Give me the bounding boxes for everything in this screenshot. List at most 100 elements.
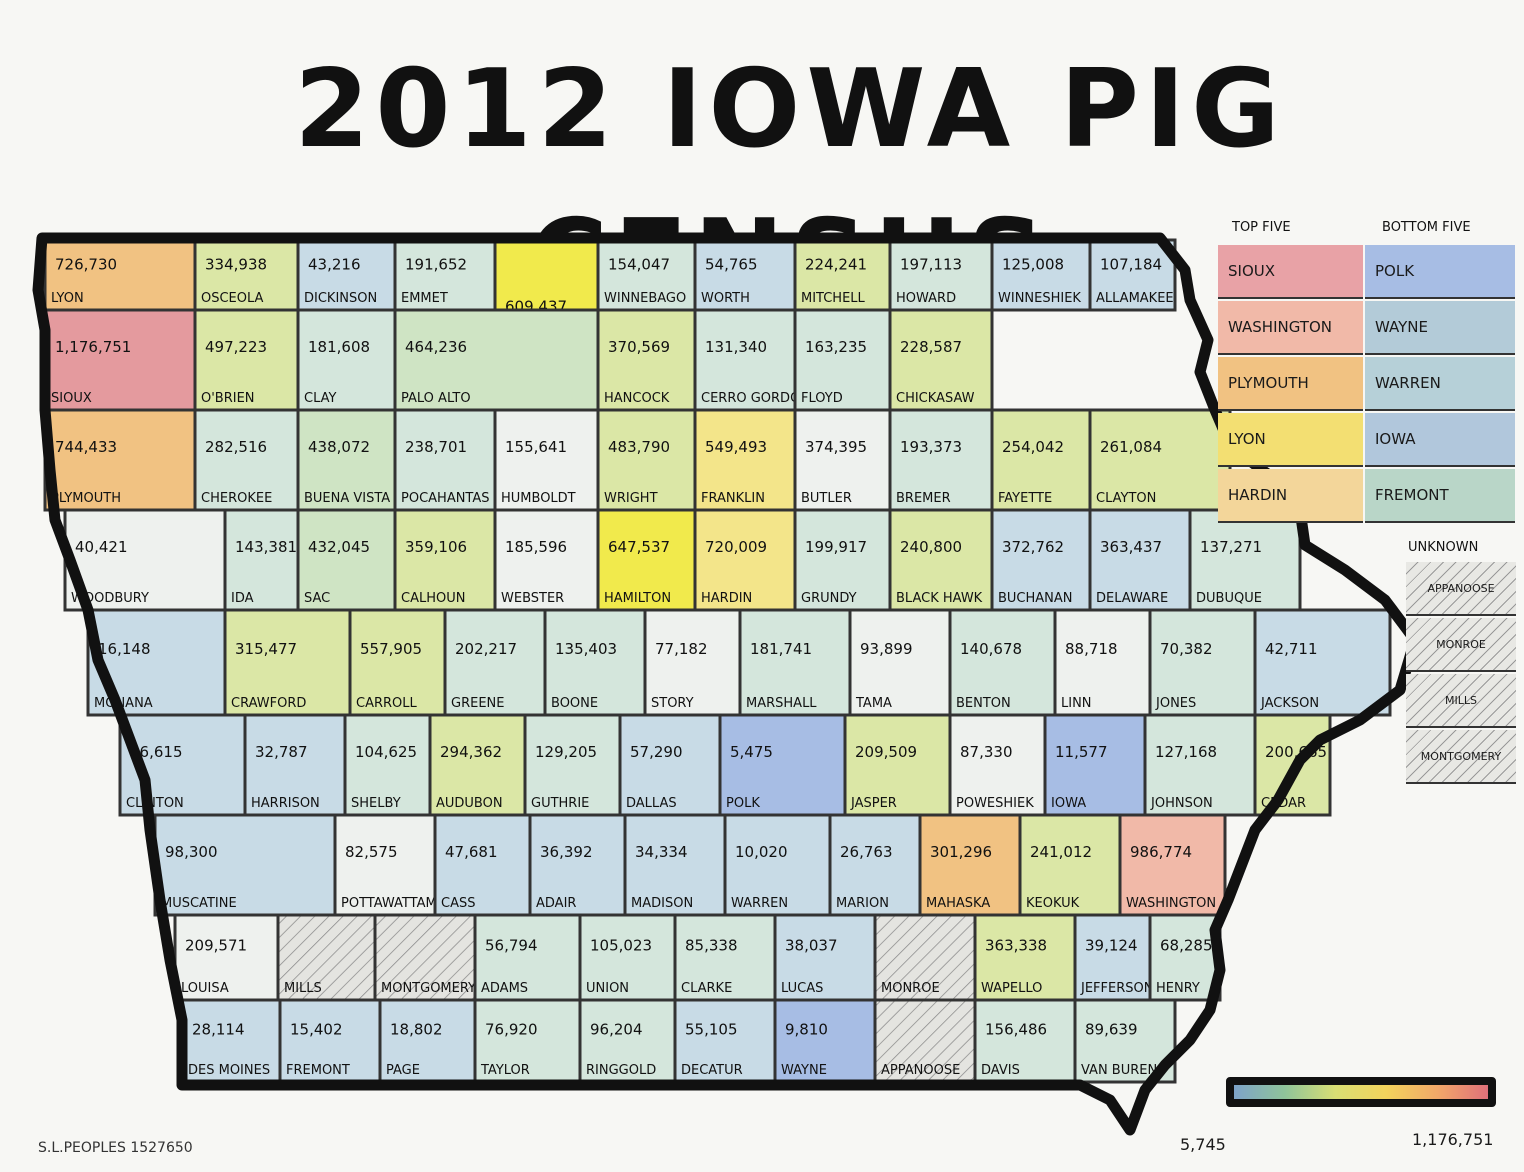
county-shape: [393, 308, 600, 412]
county-name: DAVIS: [981, 1063, 1020, 1078]
county-value: 77,182: [655, 640, 708, 658]
county-name: DUBUQUE: [1196, 591, 1262, 606]
county-name: BUCHANAN: [998, 591, 1073, 606]
county-value: 155,641: [505, 438, 567, 456]
county-name: CHEROKEE: [201, 491, 272, 506]
county-value: 42,711: [1265, 640, 1318, 658]
county-shape: [1188, 508, 1302, 612]
county-value: 1,176,751: [55, 338, 131, 356]
county-name: MONROE: [881, 981, 940, 996]
county-name: HANCOCK: [604, 391, 670, 406]
color-scale-bar: [1226, 1077, 1496, 1107]
county-name: MARSHALL: [746, 696, 817, 711]
county-value: 36,392: [540, 843, 593, 861]
county-shape: [153, 813, 337, 917]
county-name: JOHNSON: [1150, 796, 1213, 811]
county-shape: [948, 608, 1057, 717]
county-value: 93,899: [860, 640, 913, 658]
county-value: 131,340: [705, 338, 767, 356]
county-shape: [918, 813, 1022, 917]
county-name: FAYETTE: [998, 491, 1052, 506]
county-name: BENTON: [956, 696, 1011, 711]
county-name: CRAWFORD: [231, 696, 306, 711]
county-value: 39,124: [1085, 937, 1138, 955]
county-monroe: MONROE: [873, 913, 977, 1002]
county-value: 129,205: [535, 743, 597, 761]
county-name: POWESHIEK: [956, 796, 1034, 811]
county-name: CLAYTON: [1096, 491, 1156, 506]
county-shape: [493, 408, 600, 512]
county-name: BUTLER: [801, 491, 852, 506]
county-name: HARDIN: [701, 591, 752, 606]
county-value: 26,763: [840, 843, 893, 861]
county-value: 282,516: [205, 438, 267, 456]
county-value: 16,148: [98, 640, 151, 658]
county-name: WINNESHIEK: [998, 291, 1081, 306]
county-value: 140,678: [960, 640, 1022, 658]
county-value: 315,477: [235, 640, 297, 658]
legend-unknown-mills: MILLS: [1406, 674, 1516, 728]
county-name: CLINTON: [126, 796, 184, 811]
county-name: STORY: [651, 696, 694, 711]
county-name: RINGGOLD: [586, 1063, 656, 1078]
legend-item-plymouth: PLYMOUTH: [1218, 357, 1363, 411]
county-value: 56,794: [485, 937, 538, 955]
legend-item-warren: WARREN: [1365, 357, 1515, 411]
county-shape: [193, 408, 300, 512]
county-value: 181,741: [750, 640, 812, 658]
county-value: 143,381: [235, 538, 297, 556]
county-mills: MILLS: [276, 913, 377, 1002]
county-name: WRIGHT: [604, 491, 658, 506]
scale-min-label: 5,745: [1180, 1135, 1226, 1154]
county-shape: [1088, 508, 1192, 612]
county-value: 294,362: [440, 743, 502, 761]
county-name: APPANOOSE: [881, 1063, 960, 1078]
county-name: BREMER: [896, 491, 951, 506]
county-shape: [888, 408, 994, 512]
county-name: ADAMS: [481, 981, 528, 996]
county-value: 125,008: [1002, 255, 1064, 273]
county-value: 438,072: [308, 438, 370, 456]
legend-item-polk: POLK: [1365, 245, 1515, 299]
county-shape: [1053, 608, 1152, 717]
county-appanoose: APPANOOSE: [873, 998, 977, 1084]
scale-max-label: 1,176,751: [1412, 1130, 1494, 1149]
county-value: 549,493: [705, 438, 767, 456]
county-shape: [873, 913, 977, 1002]
county-name: ALLAMAKEE: [1096, 291, 1174, 306]
county-value: 127,168: [1155, 743, 1217, 761]
county-name: POTTAWATTAMIE: [341, 896, 449, 911]
county-value: 363,338: [985, 937, 1047, 955]
county-name: PAGE: [386, 1063, 420, 1078]
county-value: 137,271: [1200, 538, 1262, 556]
county-shape: [673, 913, 777, 1002]
